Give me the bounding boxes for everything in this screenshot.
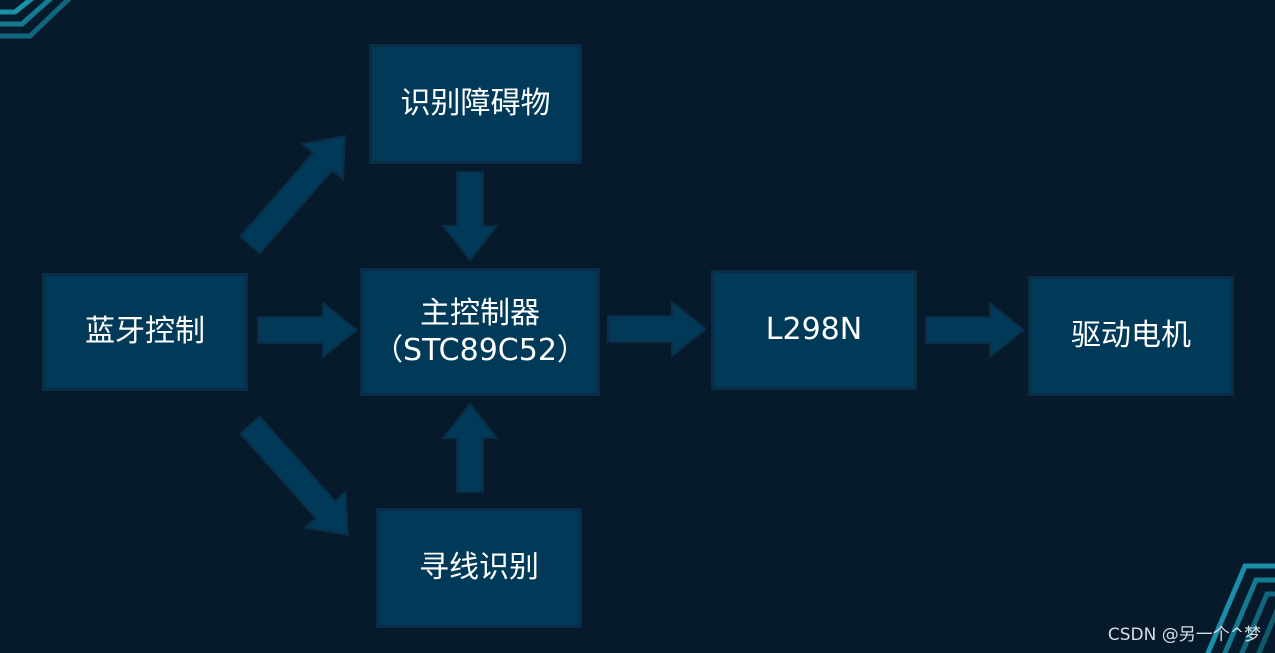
bottom-right-stripes xyxy=(1205,563,1275,653)
node-drive-motor: 驱动电机 xyxy=(1028,276,1234,396)
arrow-bluetooth-to-controller xyxy=(257,300,359,360)
arrow-bluetooth-to-tracking xyxy=(238,414,350,537)
node-driver-label: L298N xyxy=(765,312,863,348)
arrow-bluetooth-to-obstacle xyxy=(238,134,347,255)
node-tracking-label: 寻线识别 xyxy=(419,550,539,586)
node-obstacle-detection: 识别障碍物 xyxy=(369,44,582,164)
arrow-tracking-to-controller xyxy=(440,402,500,493)
node-bluetooth-label: 蓝牙控制 xyxy=(85,314,205,350)
top-left-stripes xyxy=(0,0,72,39)
arrow-driver-to-motor xyxy=(925,300,1026,360)
node-line-tracking: 寻线识别 xyxy=(376,508,582,628)
node-l298n-driver: L298N xyxy=(711,270,917,390)
node-controller-line1: 主控制器 xyxy=(420,295,540,331)
node-obstacle-label: 识别障碍物 xyxy=(400,86,551,122)
arrow-obstacle-to-controller xyxy=(440,171,500,262)
arrow-layer xyxy=(238,134,1026,537)
node-bluetooth-control: 蓝牙控制 xyxy=(42,273,248,391)
arrow-controller-to-driver xyxy=(607,299,708,359)
watermark-text: CSDN @另一个^梦 xyxy=(1107,625,1261,645)
node-motor-label: 驱动电机 xyxy=(1071,318,1191,354)
node-main-controller: 主控制器 （STC89C52） xyxy=(360,268,600,396)
node-controller-line2: （STC89C52） xyxy=(373,333,587,368)
